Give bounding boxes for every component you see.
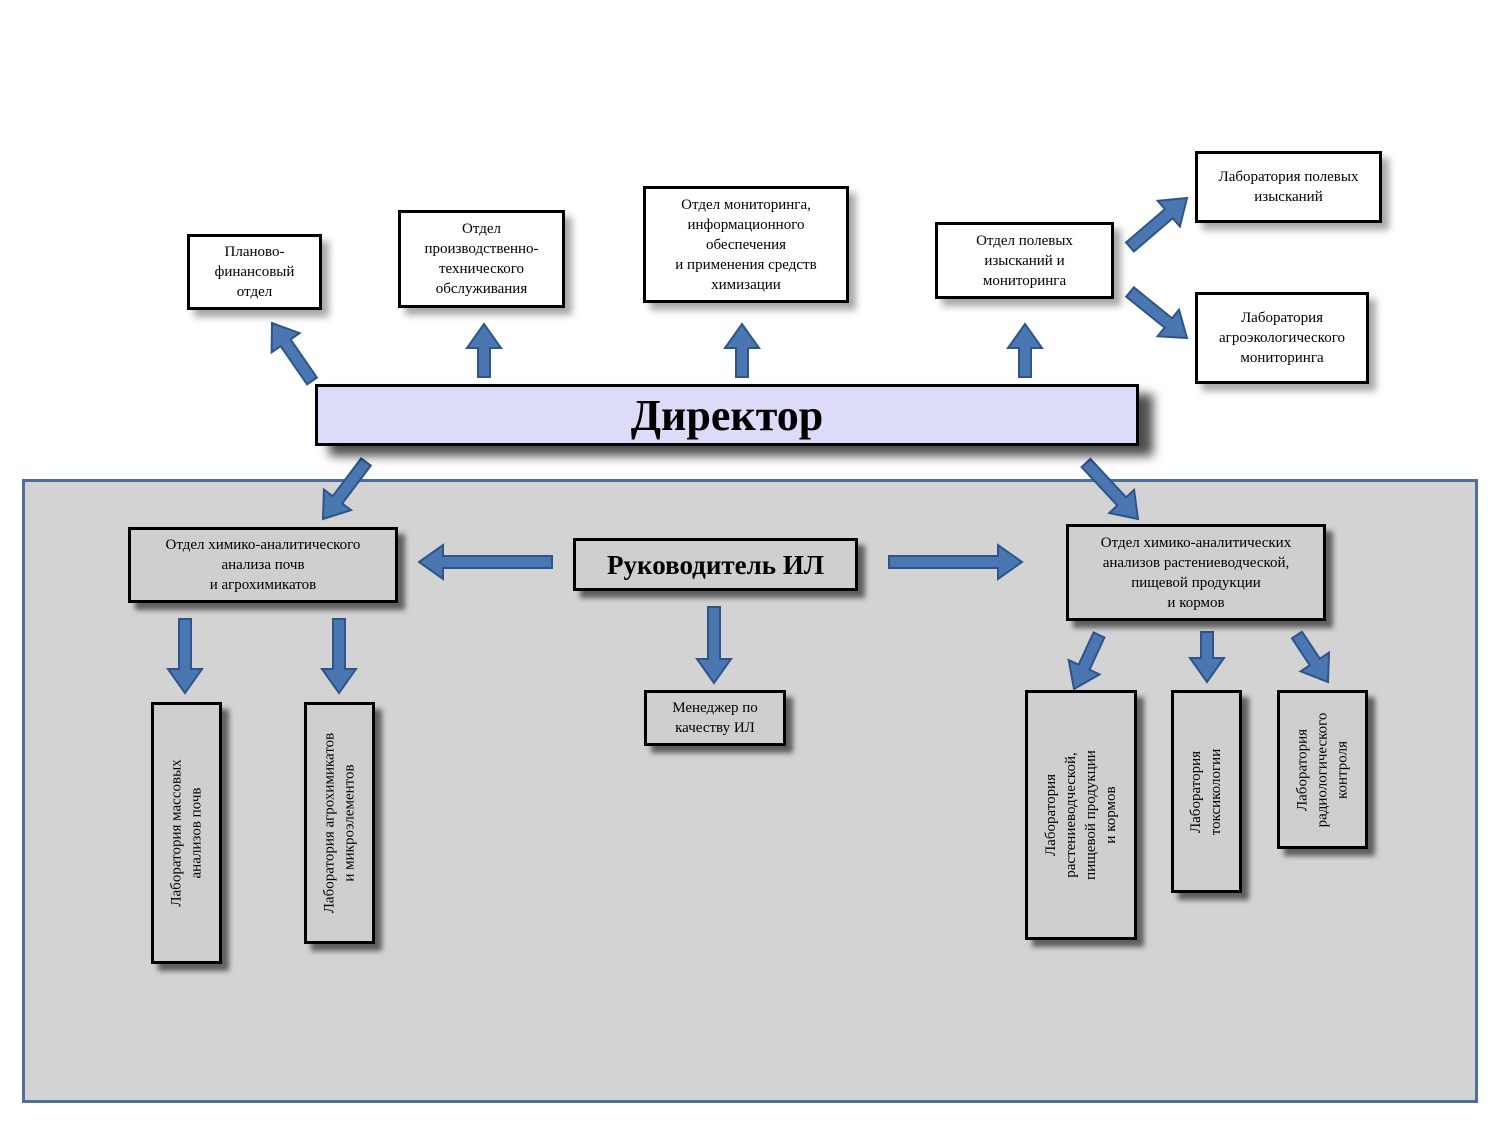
mass-soil-lab-label: Лаборатория массовых анализов почв: [168, 759, 205, 907]
radiology-lab-box: Лаборатория радиологического контроля: [1277, 690, 1368, 849]
quality-manager-label: Менеджер по качеству ИЛ: [672, 700, 758, 736]
agroeco-monitoring-lab-label: Лаборатория агроэкологического мониторин…: [1219, 310, 1345, 366]
radiology-lab-label: Лаборатория радиологического контроля: [1294, 712, 1351, 827]
technical-service-dept-box: Отдел производственно- технического обсл…: [398, 210, 565, 308]
soil-analysis-dept-box: Отдел химико-аналитического анализа почв…: [128, 527, 398, 603]
field-survey-dept-box: Отдел полевых изысканий и мониторинга: [935, 222, 1114, 299]
technical-service-dept-label: Отдел производственно- технического обсл…: [424, 221, 539, 297]
mass-soil-lab-box: Лаборатория массовых анализов почв: [151, 702, 222, 964]
agrochem-lab-label: Лаборатория агрохимикатов и микроэлемент…: [321, 732, 358, 914]
plant-analysis-dept-label: Отдел химико-аналитических анализов раст…: [1100, 534, 1292, 611]
soil-analysis-dept-label: Отдел химико-аналитического анализа почв…: [165, 537, 361, 593]
arrow-director-to-soil-dept: [321, 457, 373, 521]
arrow-director-to-plant-dept: [1080, 457, 1140, 521]
planning-finance-dept-label: Планово- финансовый отдел: [214, 244, 295, 300]
arrow-director-to-planning: [270, 321, 319, 386]
arrow-field-to-field-lab: [1124, 196, 1189, 253]
monitoring-info-dept-box: Отдел мониторинга, информационного обесп…: [643, 186, 849, 303]
arrow-plant-dept-to-plant-food-lab: [1067, 631, 1106, 691]
agrochem-lab-box: Лаборатория агрохимикатов и микроэлемент…: [304, 702, 375, 944]
plant-food-lab-box: Лаборатория растениеводческой, пищевой п…: [1025, 690, 1137, 940]
arrow-director-to-technical: [465, 322, 503, 378]
arrow-soil-dept-to-agrochem-lab: [320, 618, 358, 695]
director-box: Директор: [315, 384, 1139, 446]
arrow-director-to-field: [1006, 322, 1044, 378]
plant-food-lab-label: Лаборатория растениеводческой, пищевой п…: [1043, 750, 1119, 880]
arrow-plant-dept-to-toxicology-lab: [1188, 631, 1226, 684]
arrow-field-to-agroeco-lab: [1124, 285, 1189, 340]
toxicology-lab-label: Лаборатория токсикологии: [1188, 748, 1225, 835]
arrow-head-to-quality-manager: [695, 606, 733, 685]
arrow-director-to-monitoring: [723, 322, 761, 378]
quality-manager-box: Менеджер по качеству ИЛ: [644, 690, 786, 746]
monitoring-info-dept-label: Отдел мониторинга, информационного обесп…: [675, 196, 817, 293]
il-head-box: Руководитель ИЛ: [573, 538, 858, 591]
arrow-plant-dept-to-radiology-lab: [1290, 630, 1331, 684]
arrow-soil-dept-to-mass-lab: [166, 618, 204, 695]
agroeco-monitoring-lab-box: Лаборатория агроэкологического мониторин…: [1195, 292, 1369, 384]
arrow-head-to-soil-dept: [417, 543, 553, 581]
toxicology-lab-box: Лаборатория токсикологии: [1171, 690, 1242, 893]
field-survey-lab-label: Лаборатория полевых изысканий: [1218, 169, 1359, 205]
il-head-label: Руководитель ИЛ: [607, 549, 824, 580]
plant-analysis-dept-box: Отдел химико-аналитических анализов раст…: [1066, 524, 1326, 621]
field-survey-dept-label: Отдел полевых изысканий и мониторинга: [976, 232, 1073, 289]
arrow-head-to-plant-dept: [888, 543, 1024, 581]
director-label: Директор: [630, 390, 824, 440]
field-survey-lab-box: Лаборатория полевых изысканий: [1195, 151, 1382, 223]
planning-finance-dept-box: Планово- финансовый отдел: [187, 234, 322, 310]
